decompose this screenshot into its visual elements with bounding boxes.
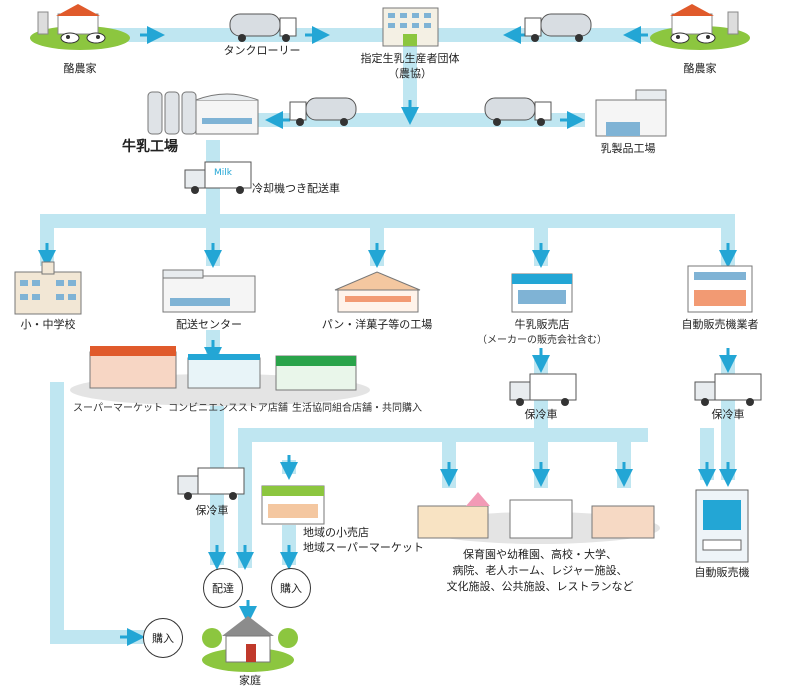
coop-label-line1: 指定生乳生産者団体 [360, 52, 460, 65]
delivery-circle: 配達 [203, 568, 243, 608]
school-label: 小・中学校 [20, 318, 76, 331]
cold-truck-c [694, 373, 762, 406]
coop-label-line2: （農協） [388, 67, 432, 80]
cold-truck-b-label: 保冷車 [524, 408, 558, 421]
flow-arrows [38, 26, 737, 646]
farm-left-label: 酪農家 [63, 62, 97, 75]
cold-truck-c-label: 保冷車 [711, 408, 745, 421]
institutions-label-line1: 保育園や幼稚園、高校・大学、 [463, 548, 617, 561]
milk-truck-text: Milk [214, 168, 232, 178]
tanker-truck-2 [524, 13, 592, 42]
convenience-label: コンビニエンスストア店舗 [168, 403, 288, 414]
institutions-label-line3: 文化施設、公共施設、レストランなど [446, 580, 634, 593]
milk-shop-note: （メーカーの販売会社含む） [477, 335, 607, 346]
local-store-label-line1: 地域の小売店 [303, 526, 369, 539]
cold-truck-a-label: 保冷車 [195, 504, 229, 517]
vending-company-building [687, 265, 753, 313]
reefer-truck-label: 冷却機つき配送車 [252, 182, 340, 195]
school-building [14, 261, 82, 315]
tanker-truck-4 [484, 97, 552, 126]
tanker-truck-1 [229, 13, 297, 42]
home-label: 家庭 [239, 674, 261, 687]
vending-machine [695, 489, 749, 563]
supermarket-label: スーパーマーケット [73, 403, 163, 414]
dairy-factory-label: 乳製品工場 [600, 142, 656, 155]
milk-factory-building [147, 91, 259, 135]
tanker-label: タンクローリー [223, 44, 301, 57]
cold-truck-a [177, 467, 245, 500]
coop-building [382, 7, 439, 47]
milk-shop-label: 牛乳販売店 [514, 318, 570, 331]
reefer-truck [184, 161, 252, 194]
local-store-building [261, 485, 325, 525]
cold-truck-b [509, 373, 577, 406]
home-house [202, 616, 298, 672]
bakery-factory-building [334, 271, 421, 313]
bakery-label: パン・洋菓子等の工場 [321, 318, 433, 331]
vending-machine-label: 自動販売機 [694, 566, 750, 579]
retail-cluster [70, 346, 370, 406]
purchase-circle-a: 購入 [143, 618, 183, 658]
institutions-label-line2: 病院、老人ホーム、レジャー施設、 [452, 564, 628, 577]
farm-right-illustration [650, 4, 750, 50]
institutions-cluster [417, 492, 660, 544]
distribution-label: 配送センター [176, 318, 242, 331]
milk-factory-label: 牛乳工場 [122, 139, 178, 155]
distribution-center-building [162, 269, 256, 313]
farm-left-illustration [30, 4, 130, 50]
milk-shop-building [511, 273, 573, 313]
coop-store-label: 生活協同組合店舗・共同購入 [292, 403, 422, 414]
purchase-circle-b: 購入 [271, 568, 311, 608]
local-store-label-line2: 地域スーパーマーケット [303, 541, 424, 554]
farm-right-label: 酪農家 [683, 62, 717, 75]
vending-company-label: 自動販売機業者 [681, 318, 759, 331]
tanker-truck-3 [289, 97, 357, 126]
dairy-factory-building [595, 89, 667, 137]
